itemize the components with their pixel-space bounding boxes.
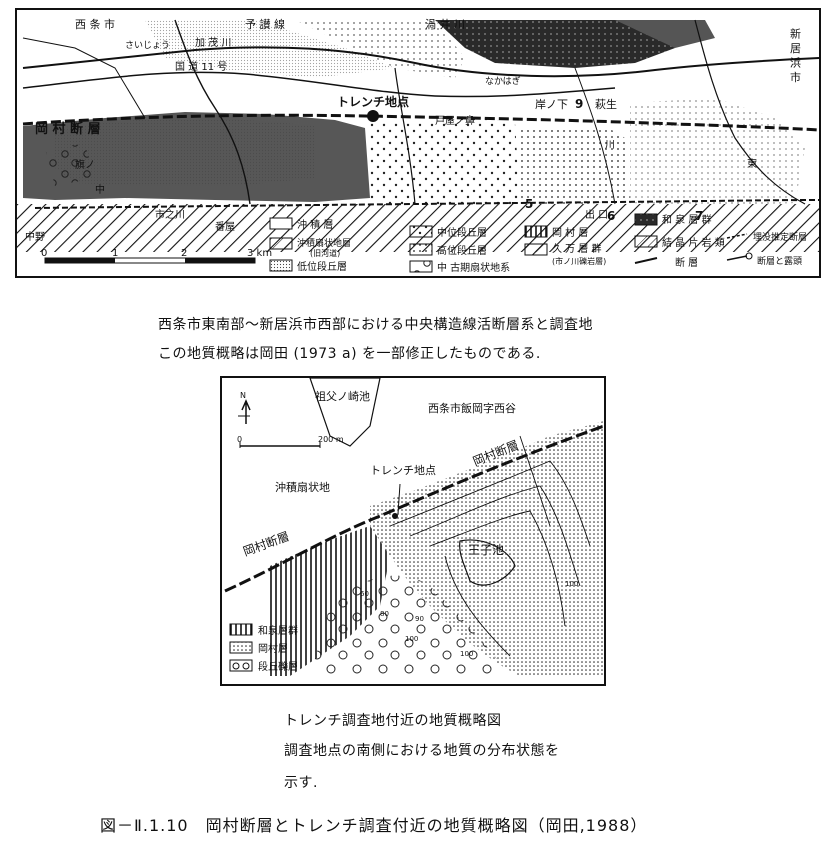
- label-nakano: 中野: [25, 230, 45, 243]
- label-num-7: 7: [695, 209, 703, 223]
- contour-100-b: 100: [405, 635, 418, 643]
- caption2-line2: 調査地点の南側における地質の分布状態を: [284, 743, 560, 759]
- okamura-fault-detail: [224, 424, 605, 593]
- scale-tick-2: 2: [181, 248, 187, 259]
- legend-old-channel: (旧河道): [310, 248, 340, 258]
- label-num-9: 9: [575, 97, 583, 111]
- regional-geologic-map: 西 条 市 予 讃 線 さいじょう 渦 井 川 加 茂 川 国 道 11 号 な…: [15, 8, 821, 278]
- scale-tick-3: 3 km: [247, 248, 272, 259]
- map2-legend: 和泉層群 岡村層 段丘礫層: [229, 623, 298, 673]
- label-alluvial-fan: 沖積扇状地: [275, 480, 330, 494]
- scale-tick-1: 1: [112, 248, 118, 259]
- legend-high-terrace: 高位段丘層: [437, 244, 487, 257]
- legend-ichinokawa-cong: (市ノ川礫岩層): [552, 256, 606, 266]
- label-trench-point: トレンチ地点: [337, 94, 409, 109]
- label-ashiya: 戸屋ノ鼻: [435, 114, 475, 127]
- izumi-group-area: [270, 526, 390, 676]
- label-hatano: 旗ノ: [75, 158, 95, 171]
- legend-buried-fault: 埋没推定断層: [753, 231, 807, 243]
- label-deguchi: 出 口: [585, 208, 608, 221]
- label-saijo-kana: さいじょう: [125, 40, 170, 51]
- label-oji-pond: 王子池: [468, 543, 504, 557]
- label-trench-point-detail: トレンチ地点: [370, 464, 436, 477]
- okamura-formation-area: [370, 421, 604, 676]
- map1-place-labels: 西 条 市 予 讃 線 さいじょう 渦 井 川 加 茂 川 国 道 11 号 な…: [25, 17, 802, 243]
- label-river-2: 加 茂 川: [195, 36, 231, 49]
- label-niihama: 新 居 浜 市: [789, 27, 802, 83]
- geology-areas: [17, 20, 819, 252]
- label-ichinokawa: 市之川: [155, 208, 185, 221]
- label-okamura-fault: 岡 村 断 層: [35, 121, 101, 137]
- label-naka: 中: [95, 183, 105, 196]
- legend-low-terrace: 低位段丘層: [297, 260, 347, 273]
- terrace-center: [520, 126, 630, 206]
- legend2-terrace-gravel: 段丘礫層: [258, 660, 298, 673]
- legend-fan: 沖積扇状地層: [297, 237, 351, 249]
- label-yosan-line: 予 讃 線: [245, 17, 285, 31]
- label-jikawa: 川: [605, 140, 615, 151]
- legend-okamura: 岡 村 層: [552, 226, 588, 239]
- label-nakahagi: なかはぎ: [485, 75, 521, 87]
- trench-detail-map: N 0 200 m 祖父ノ崎池 西条市飯岡字西谷 岡村断層 岡村断層 トレンチ地…: [220, 376, 606, 686]
- trench-point-marker: [367, 110, 379, 122]
- contour-100-c: 100: [460, 650, 473, 658]
- okamura-fault-line: [22, 113, 820, 132]
- legend-old-fan: 中 古期扇状地系: [437, 261, 510, 274]
- label-kishinoshita: 岸ノ下: [535, 98, 568, 111]
- label-num-5: 5: [525, 197, 533, 211]
- north-arrow: N: [238, 391, 251, 424]
- legend-mid-terrace: 中位段丘層: [437, 226, 487, 239]
- pond-sofunosaki: [309, 377, 381, 447]
- legend-alluvium: 沖 積 層: [297, 218, 333, 231]
- contour-lines: [389, 435, 591, 657]
- label-saijo: 西 条 市: [75, 17, 115, 31]
- caption2-line1: トレンチ調査地付近の地質概略図: [284, 713, 502, 729]
- map1-legend: 沖 積 層 沖積扇状地層 (旧河道) 低位段丘層 中位段丘層 高位段丘層 中 古…: [269, 213, 807, 274]
- legend-fault: 断 層: [675, 256, 698, 269]
- label-num-6: 6: [607, 209, 615, 223]
- map2-scale-bar: 0 200 m: [237, 435, 344, 448]
- label-iioka: 西条市飯岡字西谷: [428, 401, 516, 415]
- legend2-okamura: 岡村層: [258, 642, 288, 655]
- figure-title: 図－Ⅱ.1.10 岡村断層とトレンチ調査付近の地質概略図（岡田,1988）: [100, 816, 648, 835]
- map2-scale-zero: 0: [237, 435, 242, 444]
- middle-terrace: [370, 118, 520, 208]
- label-route: 国 道 11 号: [175, 60, 227, 73]
- contour-60: 60: [360, 590, 369, 598]
- caption1-line1: 西条市東南部〜新居浜市西部における中央構造線活断層系と調査地: [158, 317, 593, 333]
- label-hagyu: 萩生: [595, 97, 617, 111]
- trench-point-detail: [392, 513, 398, 519]
- legend2-izumi: 和泉層群: [258, 624, 298, 637]
- rivers-and-roads: [22, 19, 820, 205]
- caption1-line2: この地質概略は岡田 (1973 a) を一部修正したものである.: [158, 346, 541, 362]
- caption2-line3: 示す.: [284, 775, 318, 791]
- label-sofunosaki: 祖父ノ崎池: [315, 389, 370, 403]
- label-banya: 番屋: [215, 221, 235, 233]
- legend-fault-outcrop: 断層と露頭: [757, 255, 802, 267]
- contour-90: 90: [415, 615, 424, 623]
- contour-100-a: 100: [565, 580, 578, 588]
- contour-80: 80: [380, 610, 389, 618]
- legend-kuma: 久 万 層 群: [552, 242, 602, 255]
- scale-tick-0: 0: [41, 248, 47, 259]
- terrace-gravel-area: [310, 575, 510, 676]
- map1-scale-bar: 0 1 2 3 km: [41, 248, 272, 264]
- izumi-group-hills: [435, 20, 675, 68]
- map2-scale-end: 200 m: [318, 435, 344, 444]
- label-river-1: 渦 井 川: [425, 17, 465, 31]
- label-higashi: 東: [745, 157, 757, 169]
- legend-schist: 結 晶 片 岩 類: [662, 236, 725, 249]
- north-label: N: [240, 391, 246, 400]
- legend-izumi: 和 泉 層 群: [662, 213, 712, 226]
- southern-fault-line: [34, 199, 820, 209]
